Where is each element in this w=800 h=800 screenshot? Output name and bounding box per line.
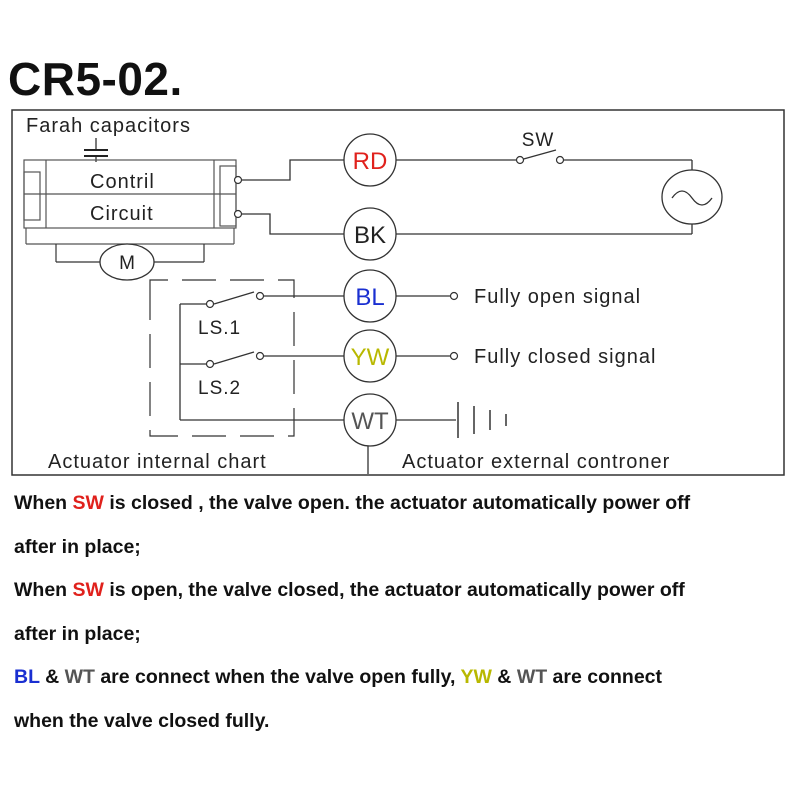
wt-highlight: WT (516, 666, 548, 688)
text-segment: & (39, 666, 65, 688)
description-line-6: when the valve closed fully. (14, 709, 270, 732)
signal-lines (396, 295, 456, 421)
sw-highlight: SW (72, 579, 104, 601)
wire-code-bl: BL (355, 284, 384, 311)
diagram-frame (11, 109, 785, 476)
control-circuit-label-2: Circuit (90, 203, 154, 225)
wire-terminal-bl: BL (343, 269, 397, 323)
description-line-3: When SW is open, the valve closed, the a… (14, 573, 789, 617)
wire-terminal-rd: RD (343, 133, 397, 187)
wiring-diagram: Farah capacitors Contril Circuit M (11, 109, 785, 476)
battery-icon (457, 402, 507, 438)
internal-chart-label: Actuator internal chart (48, 451, 267, 473)
open-signal-label: Fully open signal (474, 286, 641, 308)
sw-label: SW (522, 130, 555, 151)
text-segment: & (491, 666, 517, 688)
wire-terminal-yw: YW (343, 329, 397, 383)
wire-code-yw: YW (351, 344, 390, 371)
motor-label: M (119, 253, 135, 274)
wt-highlight: WT (64, 666, 95, 688)
wire-code-rd: RD (353, 148, 388, 175)
motor-icon (55, 243, 205, 281)
wire-terminal-wt: WT (343, 393, 397, 447)
capacitor-icon (84, 138, 108, 162)
internal-dashed-box (149, 279, 295, 437)
text-segment: is closed , the valve open. the actuator… (103, 492, 691, 514)
ls1-switch-icon (205, 291, 265, 309)
closed-signal-terminal (449, 351, 459, 361)
sw-highlight: SW (72, 492, 104, 514)
description-line-4: after in place; (14, 622, 141, 645)
description-text: When SW is closed , the valve open. the … (14, 486, 789, 747)
control-circuit-label-1: Contril (90, 171, 155, 193)
description-line-2: after in place; (14, 535, 141, 558)
control-circuit-block (23, 159, 237, 245)
limit-switch-wiring (179, 295, 344, 421)
text-segment: When (14, 579, 73, 601)
ls2-label: LS.2 (198, 378, 241, 399)
ls2-switch-icon (205, 351, 265, 369)
text-segment: When (14, 492, 73, 514)
description-line-1: When SW is closed , the valve open. the … (14, 486, 789, 530)
bl-highlight: BL (14, 666, 40, 688)
control-terminals (233, 175, 243, 219)
power-wires (242, 159, 693, 235)
wire-code-wt: WT (351, 408, 389, 435)
text-segment: is open, the valve closed, the actuator … (103, 579, 685, 601)
capacitor-label: Farah capacitors (26, 115, 191, 137)
external-controller-label: Actuator external controner (402, 451, 670, 473)
text-segment: are connect when the valve open fully, (94, 666, 461, 688)
wire-terminal-bk: BK (343, 207, 397, 261)
closed-signal-label: Fully closed signal (474, 346, 656, 368)
open-signal-terminal (449, 291, 459, 301)
page-title: CR5-02. (8, 53, 183, 105)
ls1-label: LS.1 (198, 318, 241, 339)
description-line-5: BL & WT are connect when the valve open … (14, 660, 789, 704)
wire-code-bk: BK (354, 222, 386, 249)
sw-switch-icon (515, 149, 565, 165)
text-segment: are connect (547, 666, 663, 688)
ac-source-icon (661, 169, 723, 225)
yw-highlight: YW (460, 666, 492, 688)
